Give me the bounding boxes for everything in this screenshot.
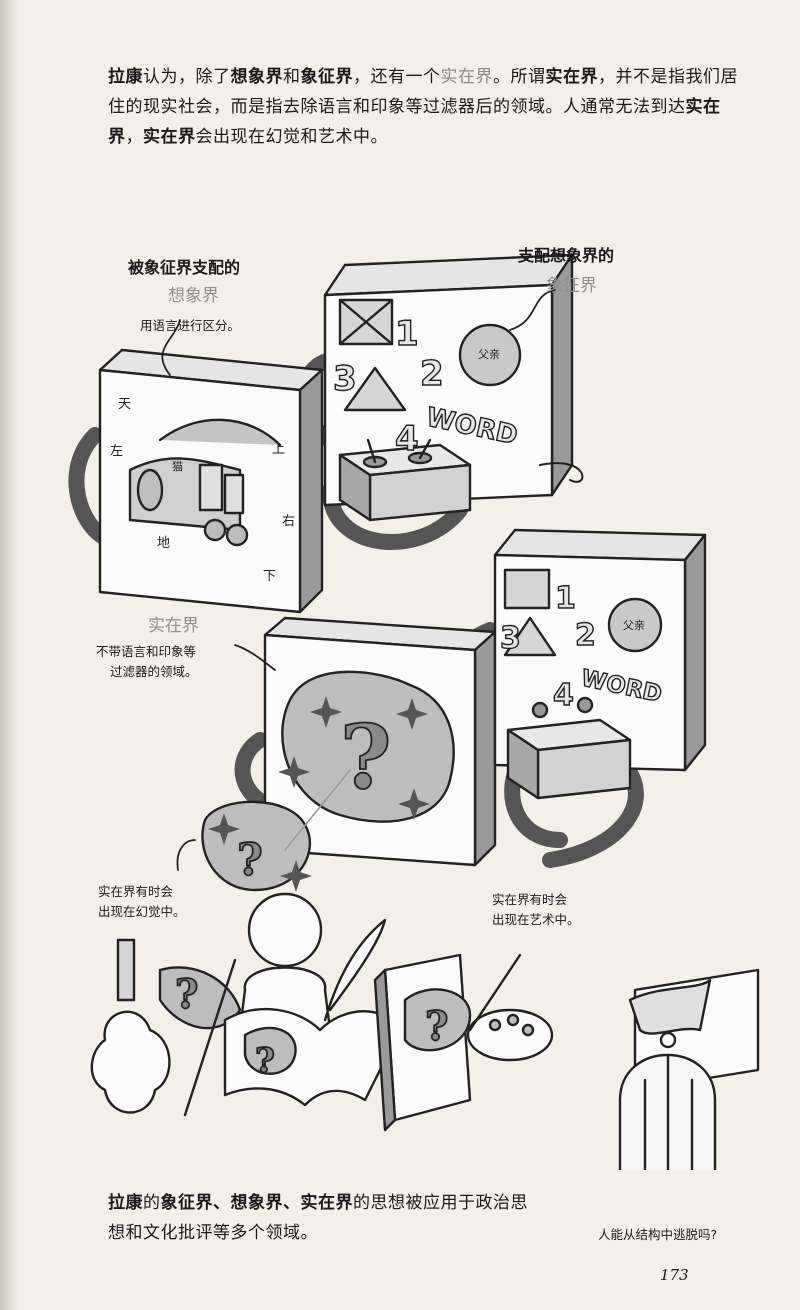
question-mark: ?: [175, 971, 198, 1018]
question-mark: ?: [255, 1041, 275, 1081]
motion-arrow: [176, 839, 196, 871]
term-real-gray: 实在界: [440, 67, 493, 87]
screen-word-right: 右: [282, 514, 295, 529]
open-book-icon: [223, 918, 402, 1107]
flower-label: 父亲: [623, 618, 645, 632]
screen-number-4: 4: [553, 678, 574, 713]
screen-word-left: 左: [110, 444, 123, 459]
hallucination-caption-line2: 出现在幻觉中。: [98, 904, 186, 919]
term-imaginary: 想象界: [230, 67, 283, 87]
text: 的思想被应用于政治思想和文化批评等多个领域。: [108, 1193, 528, 1243]
screen-word-rabbit: 猫: [172, 460, 183, 473]
imaginary-machine: [98, 348, 324, 614]
question-mark: ?: [237, 835, 263, 886]
hallucination-caption-line1: 实在界有时会: [98, 884, 174, 899]
text: 会出现在幻觉和艺术中。: [195, 127, 388, 147]
screen-word-ground: 地: [157, 536, 170, 551]
imaginary-heading: 被象征界支配的: [128, 258, 241, 277]
text: ，并不是指我们居住的现实社会，而是指去除语言和印象等过滤器后的领域。人通常无法到…: [108, 67, 738, 117]
closing-paragraph: 拉康的象征界、想象界、实在界的思想被应用于政治思想和文化批评等多个领域。: [108, 1188, 538, 1248]
real-description-line1: 不带语言和印象等: [96, 644, 197, 659]
imaginary-description: 用语言进行区分。: [140, 318, 241, 333]
page-number: 173: [660, 1266, 689, 1284]
screen-word-up: 上: [272, 442, 285, 457]
violin-icon: [90, 938, 242, 1117]
term-lacan: 拉康: [108, 67, 143, 87]
term-real: 实在界: [143, 127, 196, 147]
art-caption-line2: 出现在艺术中。: [492, 912, 580, 927]
screen-number-3: 3: [500, 621, 521, 656]
symbolic-heading: 支配想象界的: [518, 246, 615, 265]
screen-number-1: 1: [395, 314, 419, 354]
symbolic-name: 象征界: [546, 276, 597, 296]
control-box-top: [338, 438, 472, 522]
art-caption-line1: 实在界有时会: [492, 892, 568, 907]
lacan-illustration: 天 左 上 右 地 下 猫 1 2 3 4 WORD 1 2 3 4 WORD …: [68, 253, 760, 1170]
text: 。所谓: [493, 67, 546, 87]
term-real: 实在界: [108, 97, 721, 147]
sparkles: [208, 696, 430, 892]
hallucination-cloud: [201, 800, 311, 892]
screen-number-4: 4: [395, 419, 419, 459]
term-symbolic: 象征界: [300, 67, 353, 87]
bird-cage-icon: [618, 1031, 717, 1170]
page-gutter-shadow: [0, 0, 18, 1310]
art-canvas-icon: [373, 953, 554, 1132]
pointer-arrow: [234, 644, 276, 671]
text: 的: [143, 1193, 161, 1213]
control-box-bottom: [506, 696, 632, 800]
question-mark-large: ?: [340, 705, 392, 809]
intro-paragraph: 拉康认为，除了想象界和象征界，还有一个实在界。所谓实在界，并不是指我们居住的现实…: [108, 62, 748, 152]
screen-number-2: 2: [420, 354, 444, 394]
flower-label: 父亲: [478, 347, 500, 361]
screen-word-top: 天: [118, 397, 131, 412]
text: ，: [125, 127, 143, 147]
pointer-arrow: [284, 769, 351, 851]
term-lacan: 拉康: [108, 1193, 143, 1213]
term-three-orders: 象征界、想象界、实在界: [160, 1193, 353, 1213]
screen-number-3: 3: [333, 359, 357, 399]
pointer-arrow: [509, 289, 556, 331]
screen-word-down: 下: [263, 569, 276, 584]
text: ，还有一个: [353, 67, 441, 87]
text: 和: [283, 67, 301, 87]
real-description-line2: 过滤器的领域。: [110, 664, 198, 679]
imaginary-name: 想象界: [168, 286, 219, 306]
text: 认为，除了: [143, 67, 231, 87]
screen-number-2: 2: [575, 618, 596, 653]
term-real: 实在界: [545, 67, 598, 87]
pointer-arrow: [161, 319, 181, 376]
hose: [322, 482, 468, 550]
screen-number-1: 1: [555, 581, 576, 616]
real-name: 实在界: [148, 616, 199, 636]
escape-question-caption: 人能从结构中逃脱吗?: [598, 1227, 718, 1242]
question-mark: ?: [425, 1003, 448, 1050]
